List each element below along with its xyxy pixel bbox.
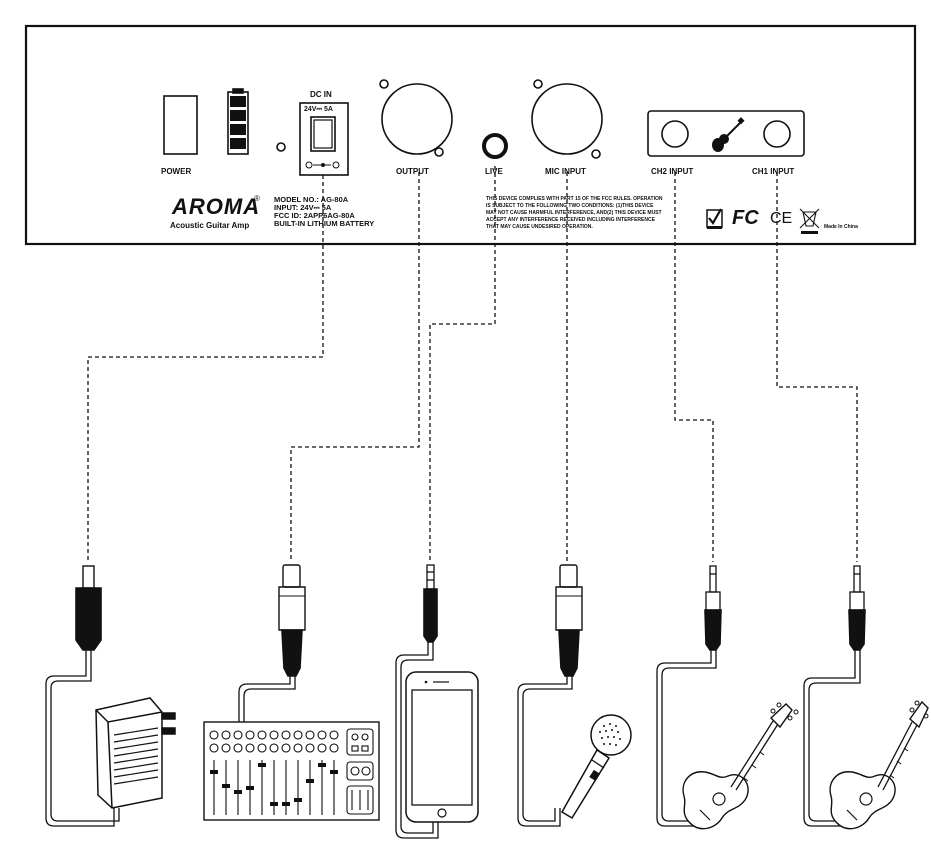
brand-subtitle: Acoustic Guitar Amp <box>170 221 250 230</box>
ce-mark: CE <box>770 210 793 227</box>
route-ch2-input <box>674 172 714 562</box>
ts-635mm-plug-ch2 <box>704 565 722 651</box>
fcc-logo: FC <box>732 207 759 229</box>
route-ch1-input <box>776 172 858 562</box>
fcc-statement-line-2: IS SUBJECT TO THE FOLLOWING TWO CONDITIO… <box>486 203 654 209</box>
ts-635mm-plug-ch1 <box>848 565 866 651</box>
mic-input-xlr-jack[interactable] <box>531 79 603 159</box>
xlr-plug-mic <box>555 564 583 677</box>
spec-fcc-id: FCC ID: 2APP6AG-80A <box>274 211 355 220</box>
fcc-statement-line-4: ACCEPT ANY INTERFERENCE RECEIVED INCLUDI… <box>486 217 655 223</box>
amp-rear-panel <box>24 24 917 246</box>
route-output <box>290 172 420 562</box>
spec-battery: BUILT-IN LITHIUM BATTERY <box>274 219 375 228</box>
fcc-statement-line-3: MAY NOT CAUSE HARMFUL INTERFERENCE, AND(… <box>486 210 662 216</box>
made-in-china-label: Made In China <box>824 224 858 230</box>
dashed-cable-routes <box>87 166 858 562</box>
xlr-plug-output <box>278 564 306 677</box>
mixer-icon <box>203 721 380 821</box>
ch1-input-label: CH1 INPUT <box>752 167 795 176</box>
fcc-statement-line-1: THIS DEVICE COMPLIES WITH PART 15 OF THE… <box>486 196 663 202</box>
guitar-icon <box>712 117 745 152</box>
route-live <box>429 166 496 562</box>
live-label: LIVE <box>485 167 503 176</box>
output-label: OUTPUT <box>396 167 429 176</box>
ch1-input-jack[interactable] <box>763 120 791 148</box>
trs-35mm-plug <box>423 564 438 643</box>
cables <box>45 642 861 839</box>
ch2-input-jack[interactable] <box>661 120 689 148</box>
dc-rating-label: 24V⎓ 5A <box>304 106 333 113</box>
checkbox-cert-icon <box>706 208 723 229</box>
battery-icon <box>227 88 249 155</box>
live-jack[interactable] <box>482 133 508 159</box>
output-xlr-jack[interactable] <box>379 79 453 157</box>
power-label: POWER <box>161 167 192 176</box>
power-switch[interactable] <box>163 95 198 155</box>
spec-model: MODEL NO.: AG-80A <box>274 195 349 204</box>
power-adapter-icon <box>95 697 176 809</box>
dc-in-jack[interactable] <box>299 102 349 176</box>
indicator-led <box>276 142 286 152</box>
ch2-input-label: CH2 INPUT <box>651 167 694 176</box>
registered-mark: ® <box>254 194 260 203</box>
mic-input-label: MIC INPUT <box>545 167 586 176</box>
weee-bin-icon <box>799 208 820 234</box>
acoustic-guitar-icon-ch2 <box>682 702 799 830</box>
instrument-input-box <box>647 110 805 157</box>
fcc-statement-line-5: THAT MAY CAUSE UNDESIRED OPERATION. <box>486 224 593 230</box>
microphone-icon <box>560 714 632 820</box>
dc-barrel-plug <box>75 565 102 651</box>
dc-in-label: DC IN <box>310 90 332 99</box>
smartphone-icon <box>405 671 479 823</box>
brand-logo: AROMA <box>172 194 261 219</box>
spec-input: INPUT: 24V⎓ 5A <box>274 203 332 212</box>
route-dc-in <box>87 175 324 562</box>
acoustic-guitar-icon-ch1 <box>829 700 929 830</box>
